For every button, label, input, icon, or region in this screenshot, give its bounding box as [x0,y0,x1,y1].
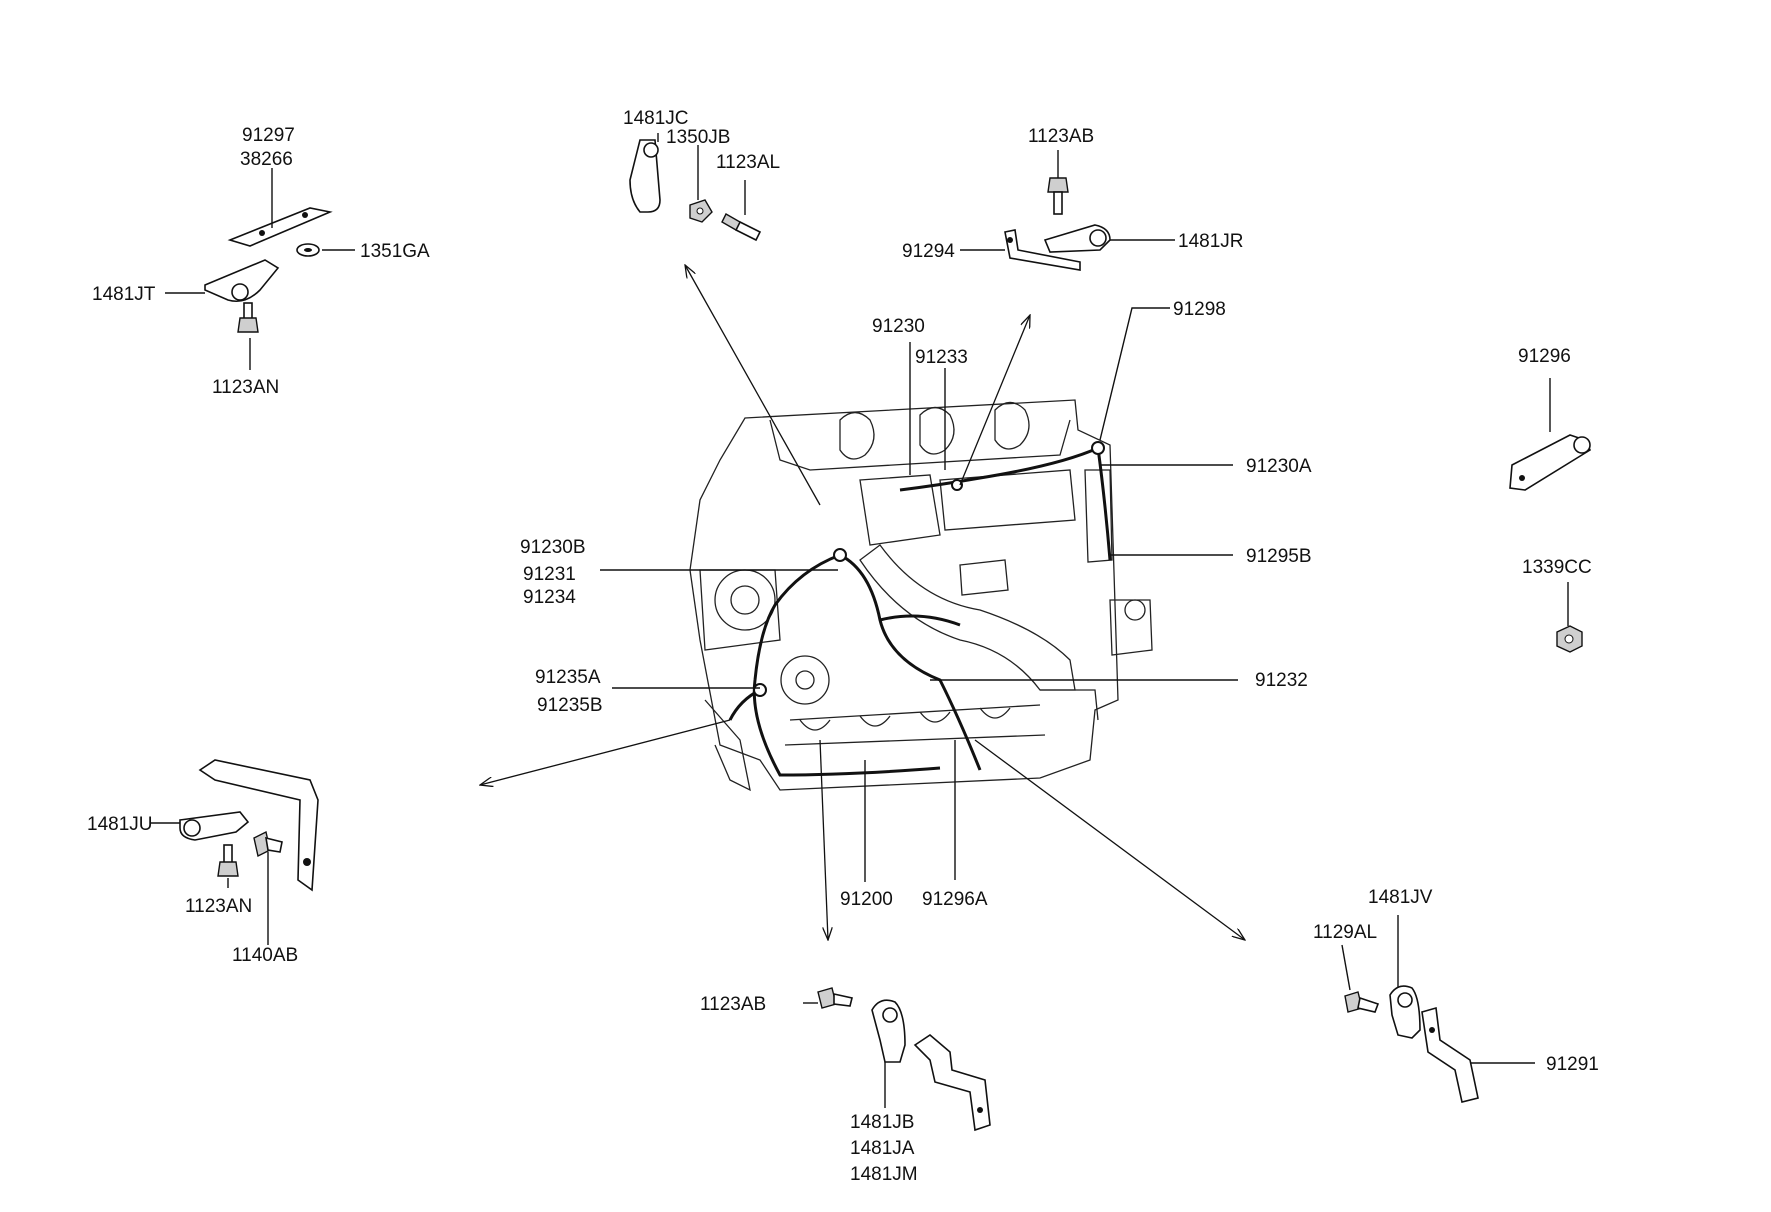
clamp-icon [629,139,661,213]
clamp-icon [204,259,280,303]
label-1350JB: 1350JB [666,127,730,148]
leader-lines [150,133,1569,1108]
label-1481JC: 1481JC [623,108,689,129]
bolt-icon [817,987,853,1009]
label-91230A: 91230A [1246,456,1312,477]
label-91295B: 91295B [1246,546,1312,567]
bolt-icon [253,830,283,858]
label-91233: 91233 [915,347,968,368]
washer-icon [296,243,320,257]
label-91200: 91200 [840,889,893,910]
label-91296: 91296 [1518,346,1571,367]
bracket-icon [913,1033,991,1132]
nut-icon [689,199,713,223]
engine-wiring-harness [728,441,1112,777]
clamp-icon [1043,224,1111,253]
bracket-icon [198,759,319,892]
label-1123AL: 1123AL [716,152,780,173]
label-1481JB: 1481JB [850,1112,914,1133]
label-1123AB-bottom: 1123AB [700,994,766,1015]
label-38266: 38266 [240,149,293,170]
label-91235A: 91235A [535,667,601,688]
label-1481JV: 1481JV [1368,887,1433,908]
bolt-icon [1344,991,1380,1013]
bolt-icon [1047,177,1069,215]
clamp-icon [871,999,906,1063]
engine-assembly [689,399,1153,792]
label-91234: 91234 [523,587,576,608]
bracket-icon [1509,434,1592,491]
label-91230B: 91230B [520,537,586,558]
label-1339CC: 1339CC [1522,557,1592,578]
bracket-icon [1421,1006,1479,1103]
label-1140AB: 1140AB [232,945,298,966]
label-91291: 91291 [1546,1054,1599,1075]
bolt-icon [217,844,239,877]
label-91231: 91231 [523,564,576,585]
clamp-icon [1389,985,1421,1039]
label-91297: 91297 [242,125,295,146]
bolt-icon [237,302,259,333]
label-91298: 91298 [1173,299,1226,320]
clamp-icon [179,811,250,841]
label-1481JU: 1481JU [87,814,153,835]
part-number-labels: 91297 38266 1351GA 1481JT 1123AN 1481JC … [87,108,1599,1185]
label-1129AL: 1129AL [1313,922,1377,943]
label-91294: 91294 [902,241,955,262]
label-91296A: 91296A [922,889,988,910]
label-1123AN-top-left: 1123AN [212,377,279,398]
label-1123AN-bottom-left: 1123AN [185,896,252,917]
label-1351GA: 1351GA [360,241,430,262]
label-91235B: 91235B [537,695,603,716]
nut-icon [1556,625,1583,653]
label-1481JM: 1481JM [850,1164,918,1185]
label-1481JA: 1481JA [850,1138,915,1159]
plate-icon [227,207,333,247]
bracket-icon [1004,229,1081,271]
label-1123AB-top: 1123AB [1028,126,1094,147]
callout-arrows [480,265,1245,940]
label-91232: 91232 [1255,670,1308,691]
label-91230: 91230 [872,316,925,337]
label-1481JR: 1481JR [1178,231,1244,252]
bolt-icon [721,213,762,242]
label-1481JT: 1481JT [92,284,156,305]
